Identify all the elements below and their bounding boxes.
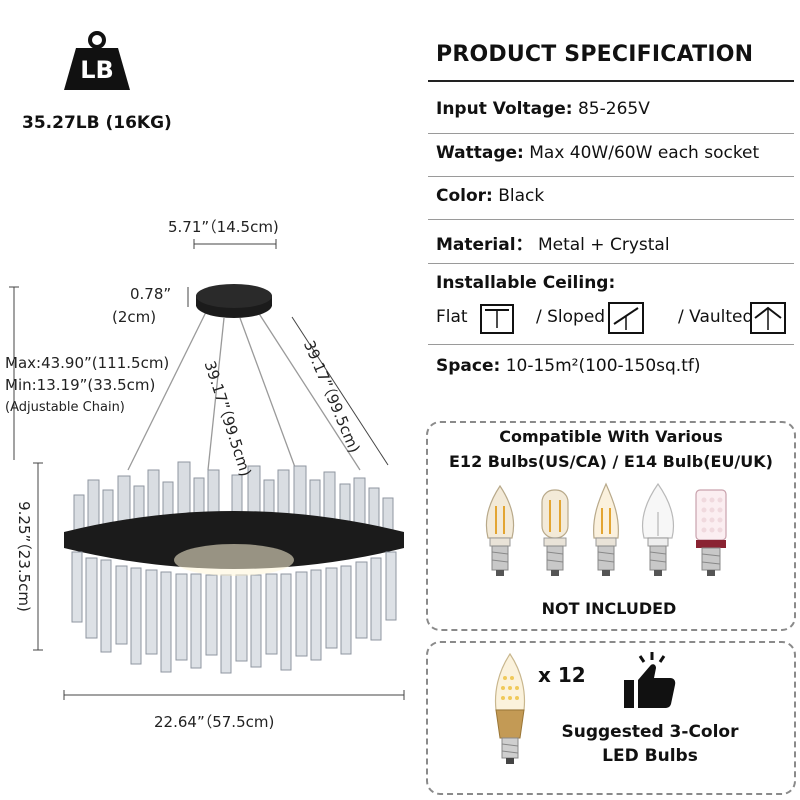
spec-ceiling-label: Installable Ceiling: xyxy=(436,273,615,293)
suggested-bulbs-box xyxy=(426,641,796,795)
spec-title-divider xyxy=(428,80,794,82)
led-corn-bulb-icon xyxy=(695,489,727,576)
flat-ceiling-icon xyxy=(480,304,514,338)
ceiling-type-sloped: / Sloped xyxy=(536,307,610,327)
spec-row-color: Color: Black xyxy=(436,186,544,206)
spec-divider xyxy=(428,176,794,177)
clear-candle-bulb-icon xyxy=(641,482,675,576)
spec-divider xyxy=(428,344,794,345)
spec-voltage-value: 85-265V xyxy=(577,99,650,119)
ceiling-flat-label: Flat xyxy=(436,307,468,327)
vaulted-ceiling-icon xyxy=(750,302,786,338)
spec-divider xyxy=(428,133,794,134)
spec-divider xyxy=(428,263,794,264)
ceiling-type-vaulted: / Vaulted xyxy=(678,307,752,327)
spec-wattage-label: Wattage: xyxy=(436,143,524,163)
chain-min-label: Min:13.19”(33.5cm) xyxy=(5,376,156,394)
spec-ceiling-label-text: Installable Ceiling: xyxy=(436,273,616,293)
sloped-ceiling-icon xyxy=(608,302,644,338)
compatible-subtitle: E12 Bulbs(US/CA) / E14 Bulb(EU/UK) xyxy=(449,452,773,471)
spec-material-label: Material： xyxy=(436,235,533,255)
compatible-bulbs-box xyxy=(426,421,796,631)
spec-title: PRODUCT SPECIFICATION xyxy=(436,42,754,67)
candle-bulb-icon xyxy=(485,484,515,576)
flame-tip-bulb-icon xyxy=(593,482,619,576)
weight-text: 35.27LB (16KG) xyxy=(22,113,172,133)
spec-row-material: Material： Metal + Crystal xyxy=(436,230,670,255)
spec-voltage-label: Input Voltage: xyxy=(436,99,573,119)
bulb-illustrations xyxy=(485,482,727,576)
ceiling-type-flat: Flat xyxy=(436,307,468,327)
spec-space-value: 10-15m²(100-150sq.tf) xyxy=(505,356,701,376)
weight-icon-label: LB xyxy=(80,56,114,84)
spec-color-value: Black xyxy=(498,186,545,206)
spec-divider xyxy=(428,219,794,220)
chandelier-illustration xyxy=(9,239,405,700)
spec-row-voltage: Input Voltage: 85-265V xyxy=(436,99,650,119)
thumbs-up-icon xyxy=(624,652,676,708)
spec-material-value: Metal + Crystal xyxy=(537,235,670,255)
spec-space-label: Space: xyxy=(436,356,501,376)
weight-icon: LB xyxy=(62,30,132,92)
spec-wattage-value: Max 40W/60W each socket xyxy=(529,143,760,163)
suggested-subtitle: LED Bulbs xyxy=(602,746,698,766)
canopy-height-label-2: (2cm) xyxy=(112,308,157,326)
body-width-label: 22.64”（57.5cm) xyxy=(154,713,275,731)
canopy-height-label-1: 0.78” xyxy=(130,285,172,303)
tubular-bulb-icon xyxy=(541,489,569,576)
spec-color-label: Color: xyxy=(436,186,493,206)
chain-max-label: Max:43.90”(111.5cm) xyxy=(5,354,170,372)
chain-note-label: (Adjustable Chain) xyxy=(5,400,125,415)
bulb-count: x 12 xyxy=(538,663,586,687)
led-candle-bulb-icon xyxy=(494,652,526,764)
suggested-title: Suggested 3-Color xyxy=(561,722,739,742)
spec-row-wattage: Wattage: Max 40W/60W each socket xyxy=(436,143,759,163)
ceiling-sloped-label: / Sloped xyxy=(536,307,606,327)
not-included-label: NOT INCLUDED xyxy=(541,599,677,618)
ceiling-vaulted-label: / Vaulted xyxy=(678,307,752,327)
top-canopy-width-label: 5.71”（14.5cm) xyxy=(168,218,279,236)
compatible-title: Compatible With Various xyxy=(499,427,723,446)
body-height-label: 9.25”（23.5cm) xyxy=(14,501,33,612)
spec-row-space: Space: 10-15m²(100-150sq.tf) xyxy=(436,356,700,376)
